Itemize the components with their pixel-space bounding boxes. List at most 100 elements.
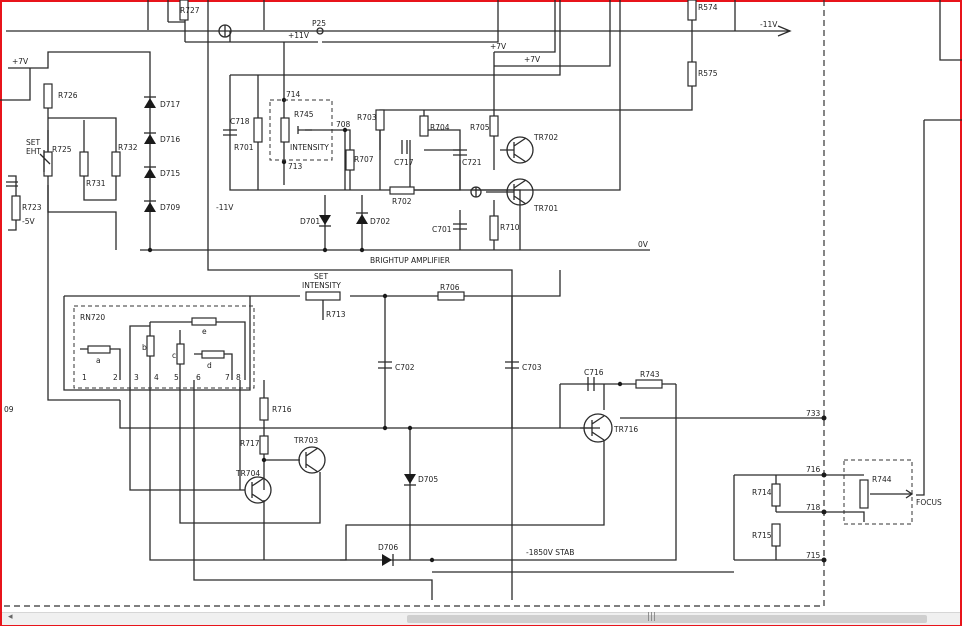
capacitor — [505, 361, 519, 369]
resistor — [87, 345, 111, 354]
diodes — [144, 96, 416, 566]
ref-label: R715 — [752, 531, 772, 540]
rn720-pin: 1 — [82, 373, 87, 382]
resistor — [259, 435, 269, 455]
capacitors — [6, 129, 595, 391]
diode-label: D702 — [370, 217, 390, 226]
rail-label: +7V — [12, 57, 29, 66]
diode-label: D705 — [418, 475, 438, 484]
ref-label: R717 — [240, 439, 260, 448]
resistor — [345, 149, 355, 171]
ref-label: R704 — [430, 123, 450, 132]
rn720-label: RN720 — [80, 313, 105, 322]
diode — [356, 214, 368, 224]
misc-symbols — [39, 24, 914, 563]
transistor-label: TR716 — [613, 425, 638, 434]
intensity-inner-label: INTENSITY — [290, 143, 329, 152]
transistor-label: TR702 — [533, 133, 558, 142]
cap-label: C701 — [432, 225, 452, 234]
node-label: 718 — [806, 503, 821, 512]
rn720-pin: 3 — [134, 373, 139, 382]
cap-label: C718 — [230, 117, 250, 126]
resistor — [859, 479, 869, 509]
ref-label: R723 — [22, 203, 42, 212]
resistor — [771, 483, 781, 507]
resistor — [191, 317, 217, 326]
diode-label: D717 — [160, 100, 180, 109]
ref-label: R703 — [357, 113, 377, 122]
ref-label: R705 — [470, 123, 490, 132]
resistor — [43, 151, 53, 177]
capacitor — [453, 149, 467, 156]
diode-label: D716 — [160, 135, 180, 144]
rail-label: +11V — [288, 31, 310, 40]
node-label: 713 — [288, 162, 303, 171]
resistor — [489, 115, 499, 137]
rail-label: -11V — [760, 20, 778, 29]
transistor-label: TR701 — [533, 204, 558, 213]
diode — [144, 134, 156, 144]
set-intensity-label: INTENSITY — [302, 281, 341, 290]
rail-label: 0V — [638, 240, 649, 249]
ref-label: R714 — [752, 488, 772, 497]
capacitor — [6, 181, 18, 187]
ref-label: R702 — [392, 197, 412, 206]
transistor — [298, 446, 326, 474]
rn720-pin: 2 — [113, 373, 118, 382]
diode — [382, 554, 392, 566]
ref-label: R574 — [698, 3, 718, 12]
focus-box — [843, 459, 913, 525]
resistor — [146, 335, 155, 357]
rn720-letter: e — [202, 327, 207, 336]
node-label: 708 — [336, 120, 351, 129]
capacitor — [378, 361, 392, 369]
eht-label: EHT — [26, 147, 41, 156]
ref-label: R716 — [272, 405, 292, 414]
transistor — [500, 136, 534, 164]
rn720-letter: b — [142, 343, 147, 352]
ref-label: R745 — [294, 110, 314, 119]
horizontal-scrollbar[interactable]: ◂ ||| — [2, 612, 960, 625]
resistor — [687, 61, 697, 87]
wiring — [0, 0, 962, 610]
scroll-thumb[interactable]: ||| — [407, 612, 927, 623]
diode — [144, 168, 156, 178]
resistor — [489, 215, 499, 241]
resistors — [11, 0, 869, 547]
resistor — [179, 0, 189, 21]
scroll-left-arrow-icon[interactable]: ◂ — [8, 612, 13, 622]
node-label: 716 — [806, 465, 821, 474]
resistor — [11, 195, 21, 221]
resistor — [687, 0, 697, 21]
resistor — [201, 350, 225, 359]
diode — [144, 98, 156, 108]
ref-label: R713 — [326, 310, 346, 319]
diode — [404, 474, 416, 484]
diode-label: D701 — [300, 217, 320, 226]
resistor — [771, 523, 781, 547]
resistor — [111, 151, 121, 177]
brightup-amplifier-label: BRIGHTUP AMPLIFIER — [370, 256, 450, 265]
ref-label: R732 — [118, 143, 138, 152]
diode-label: D706 — [378, 543, 398, 552]
cap-label: C703 — [522, 363, 542, 372]
transistors — [244, 136, 613, 504]
resistor — [43, 83, 53, 109]
ref-label: R575 — [698, 69, 718, 78]
transistor-label: TR703 — [293, 436, 318, 445]
ref-label: R744 — [872, 475, 892, 484]
diode — [144, 202, 156, 212]
rail-label: +7V — [524, 55, 541, 64]
ref-label: R706 — [440, 283, 460, 292]
resistor — [375, 109, 385, 131]
ref-label: R701 — [234, 143, 254, 152]
rail-label: -11V — [216, 203, 234, 212]
resistor — [176, 343, 185, 365]
resistor — [79, 151, 89, 177]
capacitor — [401, 140, 408, 154]
resistor — [419, 115, 429, 137]
resistor — [437, 291, 465, 301]
edge-label: 09 — [4, 405, 14, 414]
diode — [319, 215, 331, 225]
intensity-box — [269, 99, 333, 161]
